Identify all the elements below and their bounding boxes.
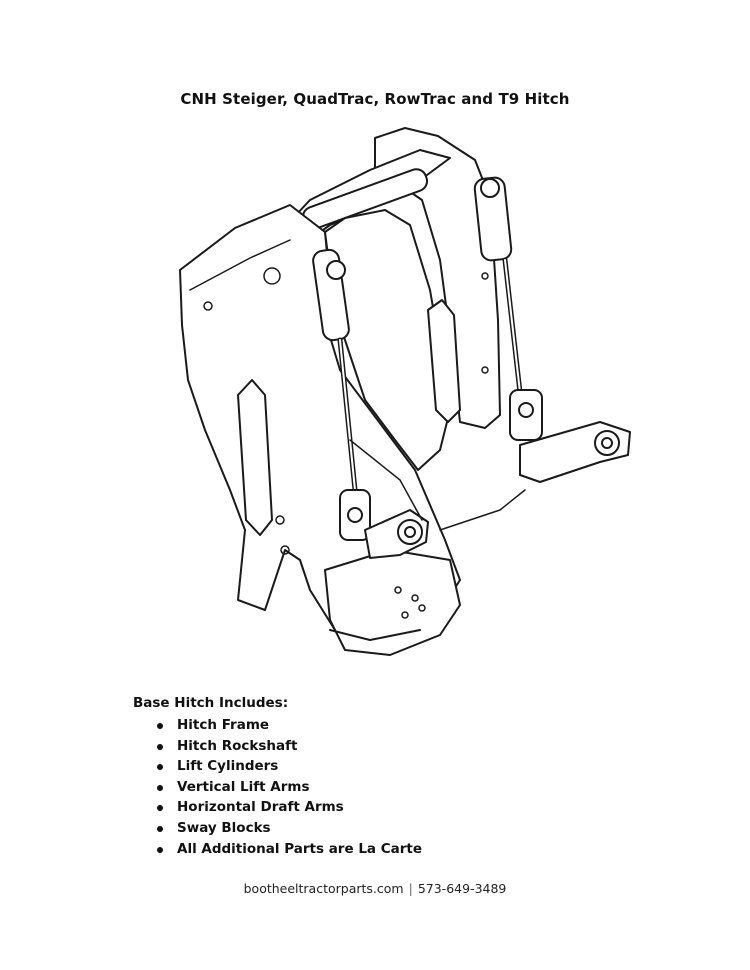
footer-separator: | [408,881,413,896]
includes-heading: Base Hitch Includes: [133,695,289,711]
includes-list: Base Hitch Includes: Hitch Frame Hitch R… [133,695,422,859]
includes-items: Hitch Frame Hitch Rockshaft Lift Cylinde… [133,715,422,859]
hitch-drawing [179,127,631,656]
list-item: Vertical Lift Arms [157,777,422,798]
inner-plate [324,209,451,471]
list-item: Horizontal Draft Arms [157,797,422,818]
list-item: Sway Blocks [157,818,422,839]
right-slot [427,299,461,423]
list-item: Hitch Rockshaft [157,736,422,757]
left-lift-link [312,248,371,541]
footer-contact: bootheeltractorparts.com | 573-649-3489 [0,881,750,896]
mounting-holes [203,267,489,619]
bottom-block [324,549,461,656]
list-item: Lift Cylinders [157,756,422,777]
list-item: All Additional Parts are La Carte [157,839,422,860]
right-lift-link [473,176,543,441]
phone-number: 573-649-3489 [417,881,507,896]
list-item: Hitch Frame [157,715,422,736]
website-link[interactable]: bootheeltractorparts.com [243,881,404,896]
page-title: CNH Steiger, QuadTrac, RowTrac and T9 Hi… [180,90,570,108]
left-slot [237,379,273,536]
